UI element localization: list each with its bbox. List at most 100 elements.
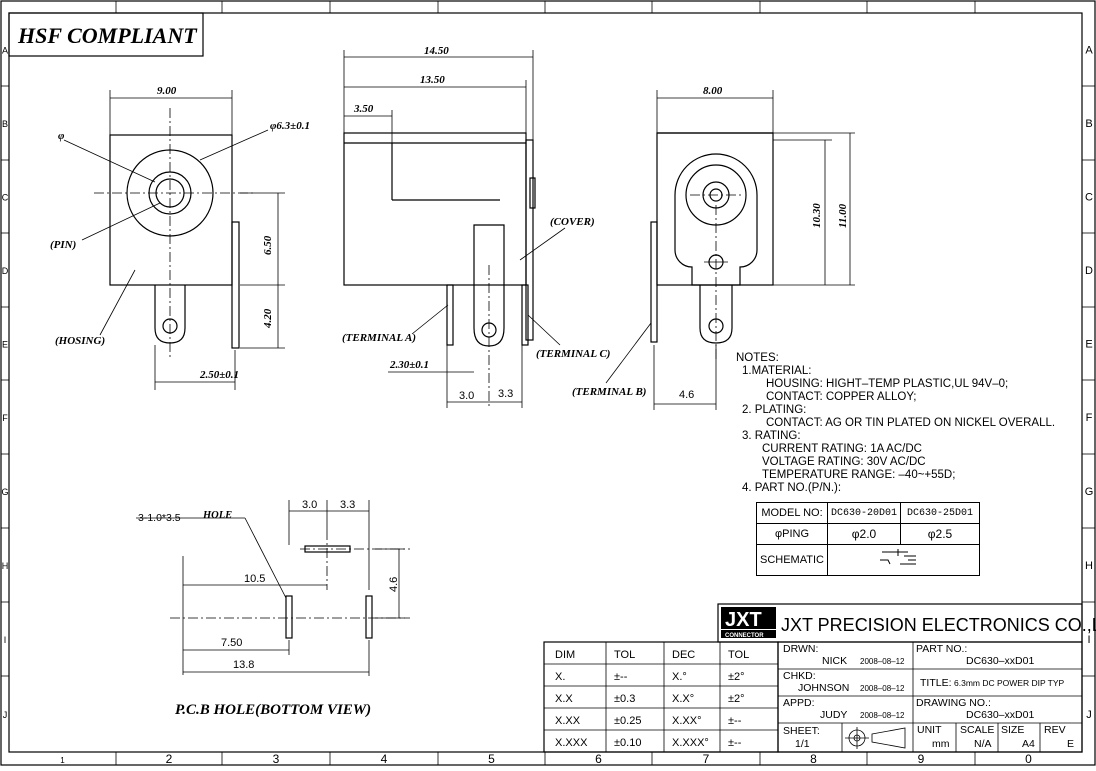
- dim-rear-h2: 11.00: [837, 203, 849, 228]
- grid-label: F: [2, 413, 8, 423]
- label-hole-dia: φ: [58, 130, 65, 142]
- pcb-title: P.C.B HOLE(BOTTOM VIEW): [175, 702, 371, 718]
- note-line: HOUSING: HIGHT–TEMP PLASTIC,UL 94V–0;: [766, 378, 1009, 390]
- dim-front-h2: 4.20: [262, 308, 274, 329]
- dim-jack-dia: φ6.3±0.1: [270, 120, 310, 132]
- grid-label: H: [1085, 560, 1093, 572]
- grid-label: D: [1085, 265, 1093, 277]
- grid-label: 2: [166, 752, 173, 766]
- tol-cell: X.XXX°: [672, 737, 709, 749]
- notes-block: NOTES: 1.MATERIAL:HOUSING: HIGHT–TEMP PL…: [736, 352, 1086, 495]
- ping-label: φPING: [756, 523, 828, 545]
- front-housing: [109, 134, 233, 286]
- note-line: CURRENT RATING: 1A AC/DC: [762, 443, 922, 455]
- drwn-date: 2008–08–12: [860, 657, 905, 666]
- hsf-label: HSF COMPLIANT: [17, 23, 198, 48]
- schematic-symbol-icon: [880, 548, 917, 564]
- part-label: PART NO.:: [916, 643, 968, 655]
- grid-label: C: [1085, 192, 1093, 204]
- model-2: DC630-25D01: [899, 502, 980, 524]
- side-view: 14.50 13.50 3.50 (COVER) (TERMINAL A) (T…: [342, 45, 610, 408]
- note-line: TEMPERATURE RANGE: –40~+55D;: [762, 469, 956, 481]
- tol-cell: X.XX°: [672, 715, 701, 727]
- dim-rear-width: 8.00: [703, 85, 723, 97]
- tol-cell: X.XXX: [555, 737, 588, 749]
- tol-header: TOL: [728, 649, 749, 661]
- grid-label: G: [1085, 486, 1094, 498]
- dim-side-body: 13.50: [420, 74, 445, 86]
- grid-label: I: [1087, 634, 1090, 646]
- appd-date: 2008–08–12: [860, 711, 905, 720]
- label-terminal-b: (TERMINAL B): [572, 386, 646, 398]
- size-label: SIZE: [1001, 724, 1025, 736]
- dim-side-d2: 3.3: [498, 388, 513, 400]
- grid-label: A: [1085, 45, 1093, 57]
- grid-label: I: [4, 635, 7, 645]
- title-block: JXT CONNECTOR JXT PRECISION ELECTRONICS …: [717, 603, 1096, 753]
- grid-label: G: [1, 487, 8, 497]
- grid-label: 7: [703, 752, 710, 766]
- label-housing: (HOSING): [55, 335, 105, 347]
- dim-rear-off: 4.6: [679, 389, 694, 401]
- chkd-name: JOHNSON: [798, 682, 850, 694]
- note-line: 2. PLATING:: [742, 404, 807, 416]
- scale-value: N/A: [974, 738, 992, 750]
- note-line: CONTACT: AG OR TIN PLATED ON NICKEL OVER…: [766, 417, 1056, 429]
- grid-label: 6: [595, 752, 602, 766]
- logo-text: JXT: [725, 609, 762, 631]
- pcb-hole-word: HOLE: [202, 510, 232, 521]
- tol-header: TOL: [614, 649, 635, 661]
- grid-label: J: [1086, 709, 1092, 721]
- dim-front-width: 9.00: [157, 85, 177, 97]
- schematic-label: SCHEMATIC: [756, 544, 828, 576]
- tol-cell: X.X°: [672, 693, 694, 705]
- label-terminal-a: (TERMINAL A): [342, 332, 416, 344]
- grid-label: 0: [1025, 752, 1032, 766]
- rear-view: 8.00 10.30 11.00 (TERMINAL B) 4.6: [572, 85, 855, 410]
- note-line: CONTACT: COPPER ALLOY;: [766, 391, 917, 403]
- ping-1: φ2.0: [826, 523, 901, 545]
- sheet-label: SHEET:: [783, 725, 820, 737]
- tol-cell: X.°: [672, 671, 687, 683]
- drwn-label: DRWN:: [783, 643, 819, 655]
- drawing-number: DC630–xxD01: [966, 709, 1035, 721]
- title-label: TITLE:: [920, 677, 952, 689]
- tol-cell: X.XX: [555, 715, 581, 727]
- front-view: 9.00 φ6.3±0.1 φ (PIN) (HOSING) 6.50 4.20…: [50, 85, 310, 390]
- dim-side-d1: 3.0: [459, 390, 474, 402]
- dim-side-front: 3.50: [353, 103, 374, 115]
- part-number-table: MODEL NO: DC630-20D01 DC630-25D01 φPING …: [756, 502, 980, 576]
- pcb-dim-w1: 10.5: [244, 573, 265, 585]
- tol-cell: ±--: [728, 737, 742, 749]
- tol-cell: ±2°: [728, 693, 745, 705]
- tol-cell: ±0.25: [614, 715, 641, 727]
- grid-label: 1: [60, 756, 65, 765]
- grid-label: 8: [810, 752, 817, 766]
- pcb-hole-a: [285, 595, 293, 639]
- hsf-box: [8, 12, 204, 57]
- note-line: 3. RATING:: [742, 430, 801, 442]
- label-terminal-c: (TERMINAL C): [536, 348, 610, 360]
- grid-label: A: [2, 46, 8, 56]
- side-cover: [525, 139, 534, 341]
- model-label: MODEL NO:: [756, 502, 828, 524]
- grid-label: B: [1085, 118, 1092, 130]
- pcb-dim-h1: 4.6: [388, 577, 400, 592]
- pcb-dim-w2: 7.50: [221, 637, 242, 649]
- drawing-label: DRAWING NO.:: [916, 697, 991, 709]
- pcb-hole-b: [365, 595, 373, 639]
- dim-front-h1: 6.50: [262, 235, 274, 255]
- side-housing: [343, 132, 527, 286]
- dim-front-offset: 2.50±0.1: [199, 369, 239, 381]
- grid-label: B: [2, 119, 8, 129]
- size-value: A4: [1022, 738, 1035, 750]
- rear-body: [674, 153, 758, 286]
- pcb-hole-spec: 3-1.0*3.5: [138, 512, 181, 524]
- tol-cell: X.X: [555, 693, 573, 705]
- grid-label: J: [3, 710, 8, 720]
- pcb-dim-d2: 3.3: [340, 499, 355, 511]
